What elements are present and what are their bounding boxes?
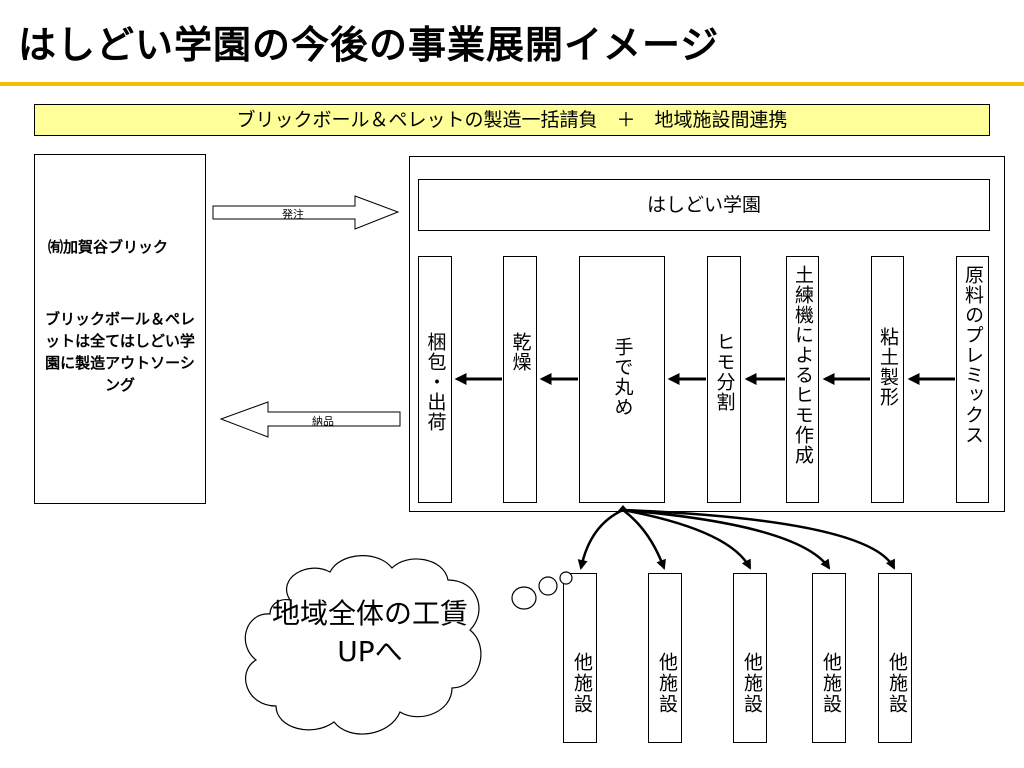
facility-5: 他施設 bbox=[878, 573, 912, 743]
company-name: ㈲加賀谷ブリック bbox=[48, 238, 169, 256]
step-string-dividing: ヒモ分割 bbox=[707, 256, 741, 503]
title-underline bbox=[0, 82, 1024, 86]
step-clay-forming: 粘土製形 bbox=[871, 256, 904, 503]
thought-bubble-small bbox=[559, 571, 573, 585]
link-facility-3 bbox=[622, 508, 752, 570]
banner: ブリックボール＆ペレットの製造一括請負 ＋ 地域施設間連携 bbox=[34, 104, 990, 136]
cloud-text: 地域全体の工賃UPへ bbox=[271, 597, 468, 668]
step-hand-rolling: 手で丸め bbox=[579, 256, 665, 503]
link-facility-5 bbox=[622, 508, 896, 570]
page-title: はしどい学園の今後の事業展開イメージ bbox=[18, 23, 720, 67]
order-label: 発注 bbox=[282, 208, 304, 221]
facility-2: 他施設 bbox=[648, 573, 682, 743]
delivery-arrow bbox=[219, 401, 401, 438]
link-hub bbox=[617, 505, 629, 512]
order-arrow bbox=[212, 195, 400, 230]
step-packing-shipping: 梱包・出荷 bbox=[418, 256, 452, 503]
facility-3: 他施設 bbox=[733, 573, 767, 743]
link-facility-1 bbox=[577, 508, 624, 570]
facility-4: 他施設 bbox=[812, 573, 846, 743]
link-facility-2 bbox=[622, 508, 666, 570]
step-string-making: 土練機によるヒモ作成 bbox=[786, 256, 819, 503]
link-facility-4 bbox=[622, 508, 831, 570]
school-header: はしどい学園 bbox=[418, 179, 990, 231]
thought-cloud bbox=[244, 555, 482, 735]
company-box bbox=[34, 154, 206, 504]
facility-1: 他施設 bbox=[563, 573, 597, 743]
step-premix: 原料のプレミックス bbox=[956, 256, 989, 503]
thought-bubble-large bbox=[511, 586, 537, 610]
thought-bubble-medium bbox=[538, 576, 558, 596]
delivery-label: 納品 bbox=[312, 415, 334, 428]
step-drying: 乾燥 bbox=[503, 256, 537, 503]
outsourcing-text: ブリックボール＆ペレットは全てはしどい学園に製造アウトソーシング bbox=[44, 310, 195, 394]
